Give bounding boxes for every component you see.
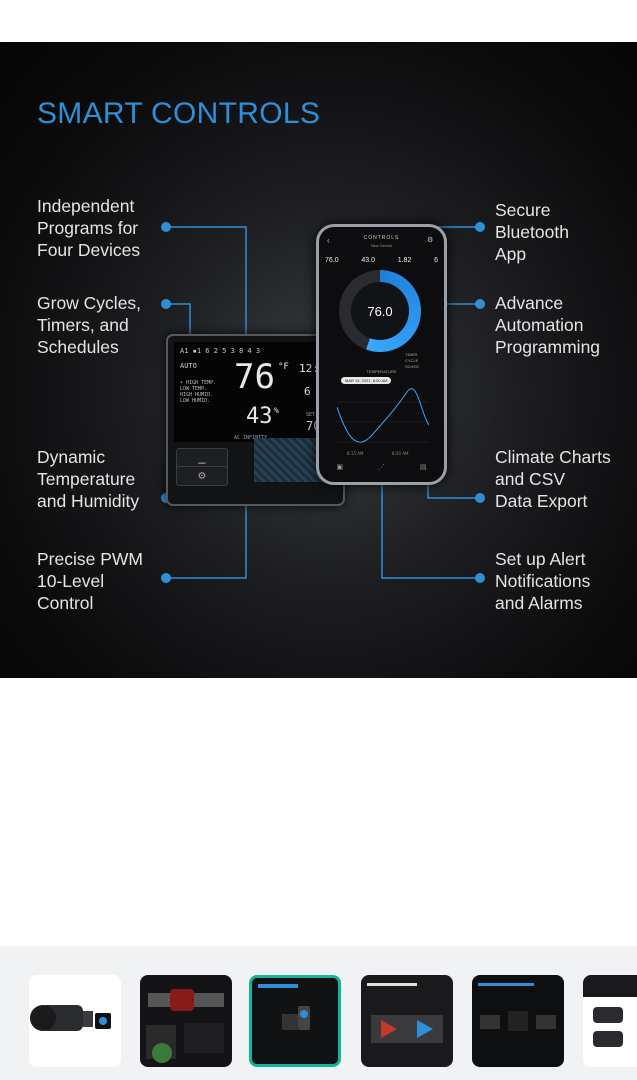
chart-time-label: 8:15 AM [347, 451, 364, 456]
feature-bluetooth-app: Secure Bluetooth App [495, 200, 569, 264]
controller-temp-unit: °F [278, 362, 289, 372]
temperature-line-chart: 8:15 AM 8:30 AM [337, 388, 429, 456]
controller-brand: AC INFINITY [234, 435, 268, 441]
controller-ports: A1 ▪1 6 2 5 3 8 4 3 [180, 347, 261, 355]
connector-line [166, 303, 191, 334]
phone-header: CONTROLS [363, 235, 400, 241]
connector-dot [475, 222, 485, 232]
phone-chart-title: TEMPERATURE [366, 369, 397, 374]
controller-humidity: 43 [246, 404, 273, 429]
feature-dynamic-temperature: Dynamic Temperature and Humidity [37, 447, 140, 511]
feature-pwm-control: Precise PWM 10-Level Control [37, 549, 143, 613]
phone-tab-bar: ▣ ⋰ ▤ [319, 463, 444, 471]
connector-dot [161, 573, 171, 583]
thumbnail-quiet-efficient[interactable] [361, 975, 453, 1067]
thumbnail-specifications[interactable] [583, 975, 637, 1067]
thumbnail-ecosystem[interactable] [472, 975, 564, 1067]
duct-fan-image [30, 1005, 111, 1031]
feature-grow-cycles: Grow Cycles, Timers, and Schedules [37, 293, 142, 357]
phone-device-name: New Device [370, 243, 393, 248]
fan-airflow-image [367, 983, 443, 1043]
tab-charts-icon[interactable]: ⋰ [377, 464, 385, 471]
gauge-value: 76.0 [351, 282, 409, 340]
back-arrow-icon: ‹ [327, 236, 330, 245]
connector-dot [161, 299, 171, 309]
thumbnail-smart-controls[interactable] [249, 975, 341, 1067]
feature-alert-notifications: Set up Alert Notifications and Alarms [495, 549, 591, 613]
thumbnail-gallery [0, 946, 637, 1080]
connector-line [166, 226, 247, 334]
tab-settings-icon[interactable]: ▤ [419, 464, 427, 471]
specifications-image [583, 975, 637, 1047]
tab-controls-icon[interactable]: ▣ [336, 464, 344, 471]
connector-line [427, 479, 480, 499]
feature-automation-programming: Advance Automation Programming [495, 293, 601, 357]
chart-time-label: 8:30 AM [392, 451, 409, 456]
controller-cycle: 6 [304, 385, 311, 398]
connector-dot [475, 299, 485, 309]
smart-controls-image [258, 984, 310, 1030]
phone-chart-date: MAR 14, 2021, 8:00 AM [341, 377, 392, 384]
feature-independent-programs: Independent Programs for Four Devices [37, 196, 141, 260]
phone-stats: 76.0 43.0 1.82 6 [325, 257, 438, 264]
gear-icon: ⚙ [197, 470, 207, 482]
fan-system-image [146, 989, 224, 1063]
stat-temperature: 76.0 [325, 257, 339, 264]
stat-vpd: 1.82 [397, 257, 412, 264]
thumbnail-duct-fan-system[interactable] [140, 975, 232, 1067]
connector-dot [475, 573, 485, 583]
stat-humidity: 43.0 [361, 257, 375, 264]
connector-line [166, 482, 247, 579]
controller-settings-list: • HIGH TEMP. LOW TEMP. HIGH HUMID. LOW H… [180, 380, 217, 404]
gear-icon: ⚙ [427, 237, 434, 244]
controller-screen: A1 ▪1 6 2 5 3 8 4 3 AUTO • HIGH TEMP. LO… [174, 342, 337, 442]
temperature-gauge: 76.0 [339, 270, 421, 352]
settings-button[interactable]: ⚙ [176, 466, 228, 486]
connector-dot [161, 222, 171, 232]
feature-climate-charts: Climate Charts and CSV Data Export [495, 447, 611, 511]
poster-title: SMART CONTROLS [37, 97, 321, 130]
connector-dot [475, 493, 485, 503]
controller-mode: AUTO [180, 362, 197, 370]
stat-fan: 6 [434, 257, 438, 264]
phone-device: ‹ CONTROLS New Device ⚙ 76.0 43.0 1.82 6… [316, 224, 447, 485]
temperature-series-line [337, 388, 429, 443]
controller-set-to-label: SET TO [306, 412, 324, 418]
ecosystem-image [478, 983, 556, 1031]
thumbnail-product-hero[interactable] [29, 975, 121, 1067]
phone-mode-list: TIMER CYCLE SCHED [405, 352, 420, 369]
controller-temperature: 76 [234, 357, 275, 397]
product-poster: SMART CONTROLS Independent Programs for … [0, 42, 637, 678]
controller-device: A1 ▪1 6 2 5 3 8 4 3 AUTO • HIGH TEMP. LO… [166, 334, 345, 506]
connector-line [381, 479, 480, 579]
controller-humidity-unit: % [274, 406, 279, 415]
